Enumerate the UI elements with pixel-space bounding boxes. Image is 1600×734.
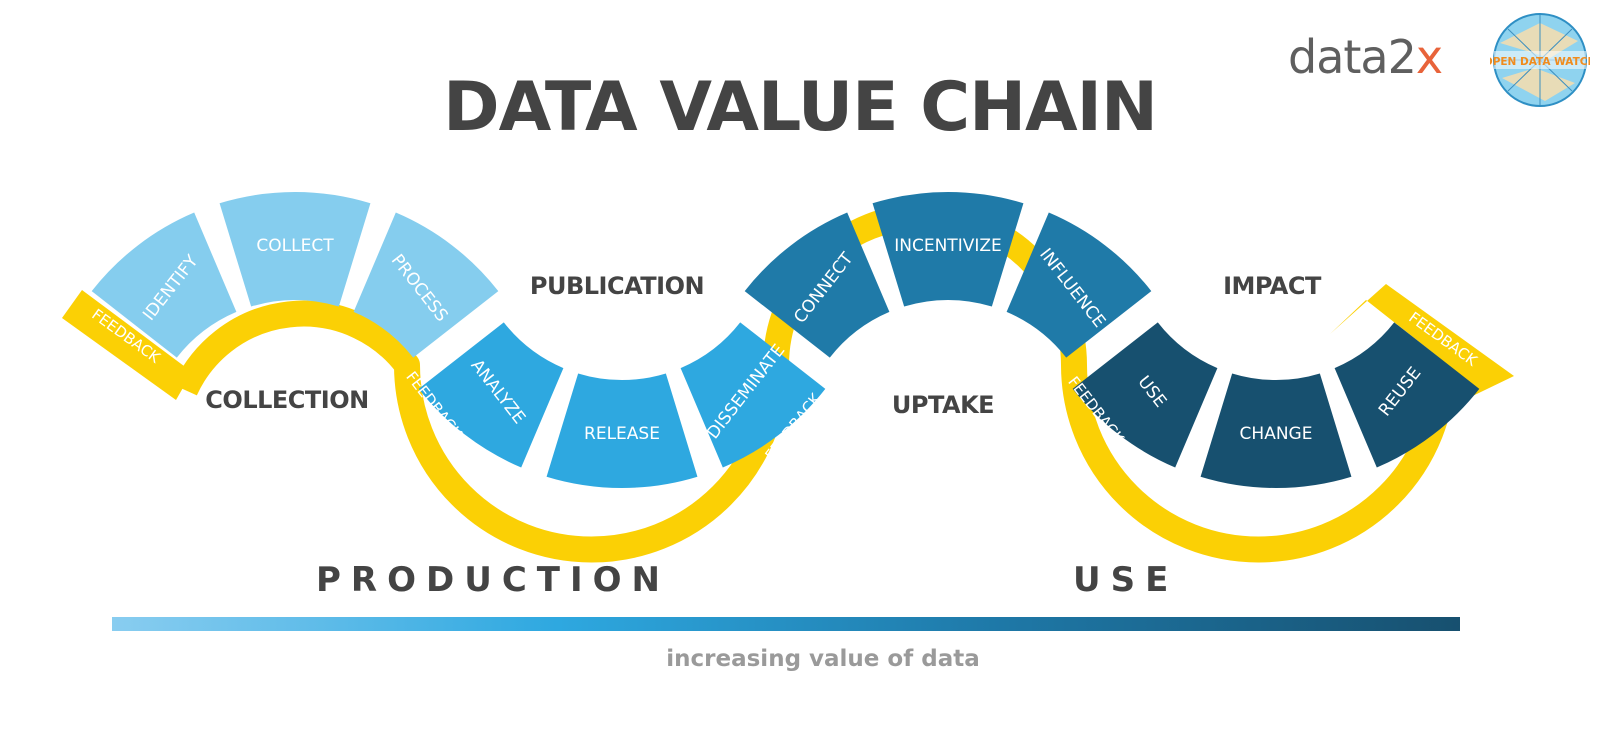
segment-use (1072, 322, 1218, 468)
stage-publication: PUBLICATION (530, 272, 704, 300)
feedback-left-tail (62, 290, 192, 400)
data2x-logo-accent: x (1415, 30, 1443, 84)
odw-logo-text: OPEN DATA WATCH (1490, 56, 1590, 68)
segment-incentivize (872, 192, 1024, 307)
segment-label-collect: COLLECT (256, 236, 334, 256)
diagram-title: DATA VALUE CHAIN (443, 68, 1158, 147)
stage-collection: COLLECTION (205, 386, 368, 414)
production-heading: PRODUCTION (316, 560, 670, 600)
segment-reuse (1334, 322, 1480, 468)
data2x-logo: data2x (1288, 30, 1443, 84)
segment-release (546, 373, 698, 488)
segment-collect (219, 192, 371, 307)
segment-analyze (418, 322, 564, 468)
segment-identify (91, 212, 237, 358)
feedback-right-arrow (1330, 284, 1514, 404)
segment-label-incentivize: INCENTIVIZE (894, 236, 1002, 256)
use-heading: USE (1073, 560, 1179, 600)
segment-change (1200, 373, 1352, 488)
segment-connect (744, 212, 890, 358)
segment-influence (1006, 212, 1152, 358)
value-caption: increasing value of data (666, 646, 980, 672)
segment-label-release: RELEASE (584, 424, 660, 444)
segment-process (353, 212, 499, 358)
data2x-logo-text: data2 (1288, 30, 1417, 84)
stage-uptake: UPTAKE (892, 391, 994, 419)
segment-disseminate (680, 322, 826, 468)
value-gradient-bar (112, 617, 1460, 631)
stage-impact: IMPACT (1223, 272, 1322, 300)
open-data-watch-logo: OPEN DATA WATCH (1490, 13, 1590, 107)
segment-label-change: CHANGE (1240, 424, 1313, 444)
